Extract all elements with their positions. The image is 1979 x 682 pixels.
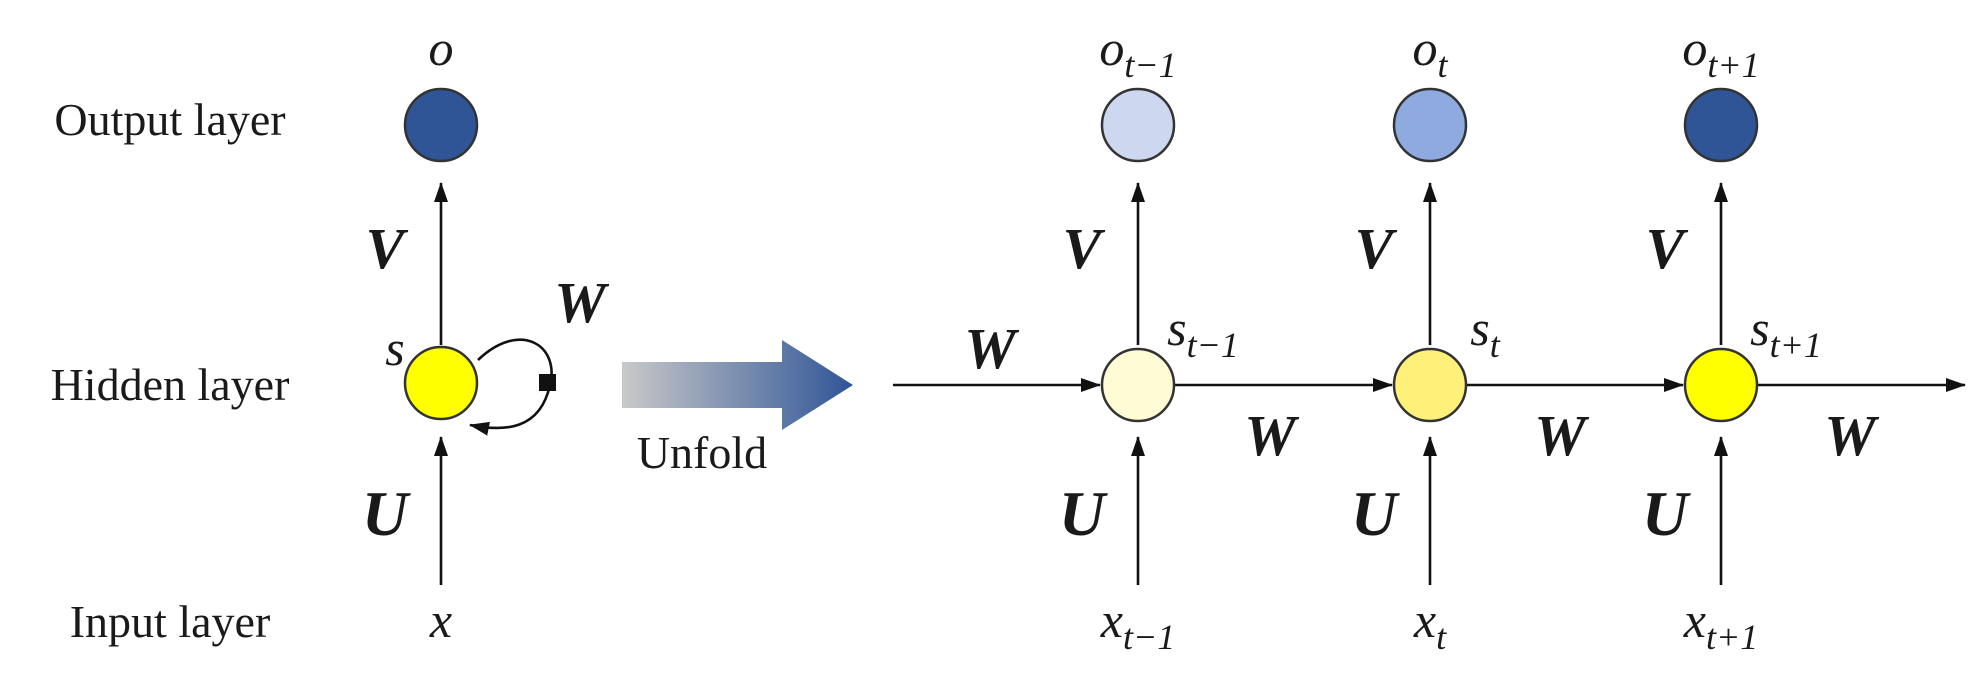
- time-step-current: ot st xt V U: [1351, 20, 1501, 657]
- output-name: ot: [1412, 20, 1448, 85]
- hidden-layer-label: Hidden layer: [51, 359, 290, 410]
- u-weight: U: [1059, 478, 1108, 549]
- unfold-label: Unfold: [637, 427, 767, 478]
- w-weight-in: W: [964, 316, 1019, 381]
- u-weight: U: [1642, 478, 1691, 549]
- output-node: [1100, 87, 1176, 163]
- folded-hidden-node: [403, 345, 479, 421]
- w-weight-1: W: [1244, 403, 1299, 468]
- w-weight-out: W: [1824, 403, 1879, 468]
- folded-output-node: [403, 87, 479, 163]
- time-step-next: ot+1 st+1 xt+1 V U: [1642, 20, 1822, 657]
- hidden-name: st−1: [1167, 300, 1239, 365]
- input-name: xt+1: [1683, 592, 1759, 657]
- folded-input-name: x: [429, 592, 452, 648]
- output-node: [1392, 87, 1468, 163]
- hidden-node: [1392, 347, 1468, 423]
- v-weight: V: [1355, 216, 1398, 281]
- hidden-node: [1683, 347, 1759, 423]
- output-layer-label: Output layer: [54, 94, 285, 145]
- unfolded-rnn: W W W W ot−1 st−1 xt−1 V U ot st xt V U: [893, 20, 1966, 657]
- folded-hidden-name: s: [385, 320, 404, 376]
- folded-rnn: o s x V W U: [362, 20, 609, 648]
- folded-w-weight: W: [554, 270, 609, 335]
- v-weight: V: [1646, 216, 1689, 281]
- time-step-prev: ot−1 st−1 xt−1 V U: [1059, 20, 1239, 657]
- output-name: ot−1: [1099, 20, 1176, 85]
- hidden-name: st+1: [1750, 300, 1822, 365]
- w-weight-2: W: [1534, 403, 1589, 468]
- output-node: [1683, 87, 1759, 163]
- hidden-node: [1100, 347, 1176, 423]
- input-layer-label: Input layer: [70, 596, 271, 647]
- delay-square-icon: [539, 374, 556, 391]
- folded-output-name: o: [429, 20, 454, 76]
- unfold-arrow-shape: [622, 340, 853, 430]
- unfold-arrow: Unfold: [622, 340, 853, 478]
- folded-v-weight: V: [366, 216, 409, 281]
- u-weight: U: [1351, 478, 1400, 549]
- input-name: xt: [1413, 592, 1447, 657]
- folded-u-weight: U: [362, 478, 411, 549]
- input-name: xt−1: [1100, 592, 1176, 657]
- hidden-name: st: [1470, 300, 1500, 365]
- v-weight: V: [1063, 216, 1106, 281]
- output-name: ot+1: [1682, 20, 1759, 85]
